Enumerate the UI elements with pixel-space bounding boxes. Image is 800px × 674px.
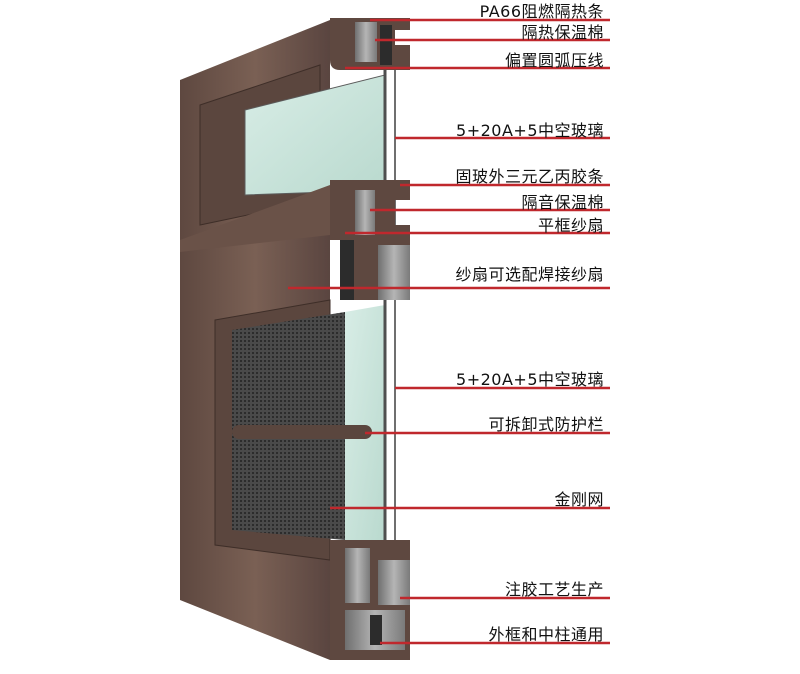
callout-label-frame-mullion: 外框和中柱通用 <box>488 625 604 644</box>
callout-label-insulation-cotton: 隔热保温棉 <box>521 23 604 42</box>
callout-label-glue-injection: 注胶工艺生产 <box>504 580 604 599</box>
leader-lines <box>288 18 610 645</box>
protective-bar <box>232 425 372 439</box>
profile-top <box>330 18 410 70</box>
callout-label-pa66: PA66阻燃隔热条 <box>479 2 604 21</box>
profile-middle <box>330 180 410 300</box>
callout-label-flat-screen-sash: 平框纱扇 <box>537 216 604 235</box>
callout-label-insulating-glass-top: 5+20A+5中空玻璃 <box>456 121 604 140</box>
callout-label-screen-option: 纱扇可选配焊接纱扇 <box>455 265 604 284</box>
callout-label-offset-arc-bead: 偏置圆弧压线 <box>504 51 604 70</box>
callout-label-insulating-glass-bottom: 5+20A+5中空玻璃 <box>456 370 604 389</box>
profile-bottom <box>330 540 410 660</box>
mid-rail <box>180 185 330 252</box>
callout-label-diamond-mesh: 金刚网 <box>554 490 604 509</box>
callout-label-removable-guard: 可拆卸式防护栏 <box>488 415 604 434</box>
callout-label-epdm-strip: 固玻外三元乙丙胶条 <box>455 167 604 186</box>
callout-label-acoustic-cotton: 隔音保温棉 <box>521 193 604 212</box>
